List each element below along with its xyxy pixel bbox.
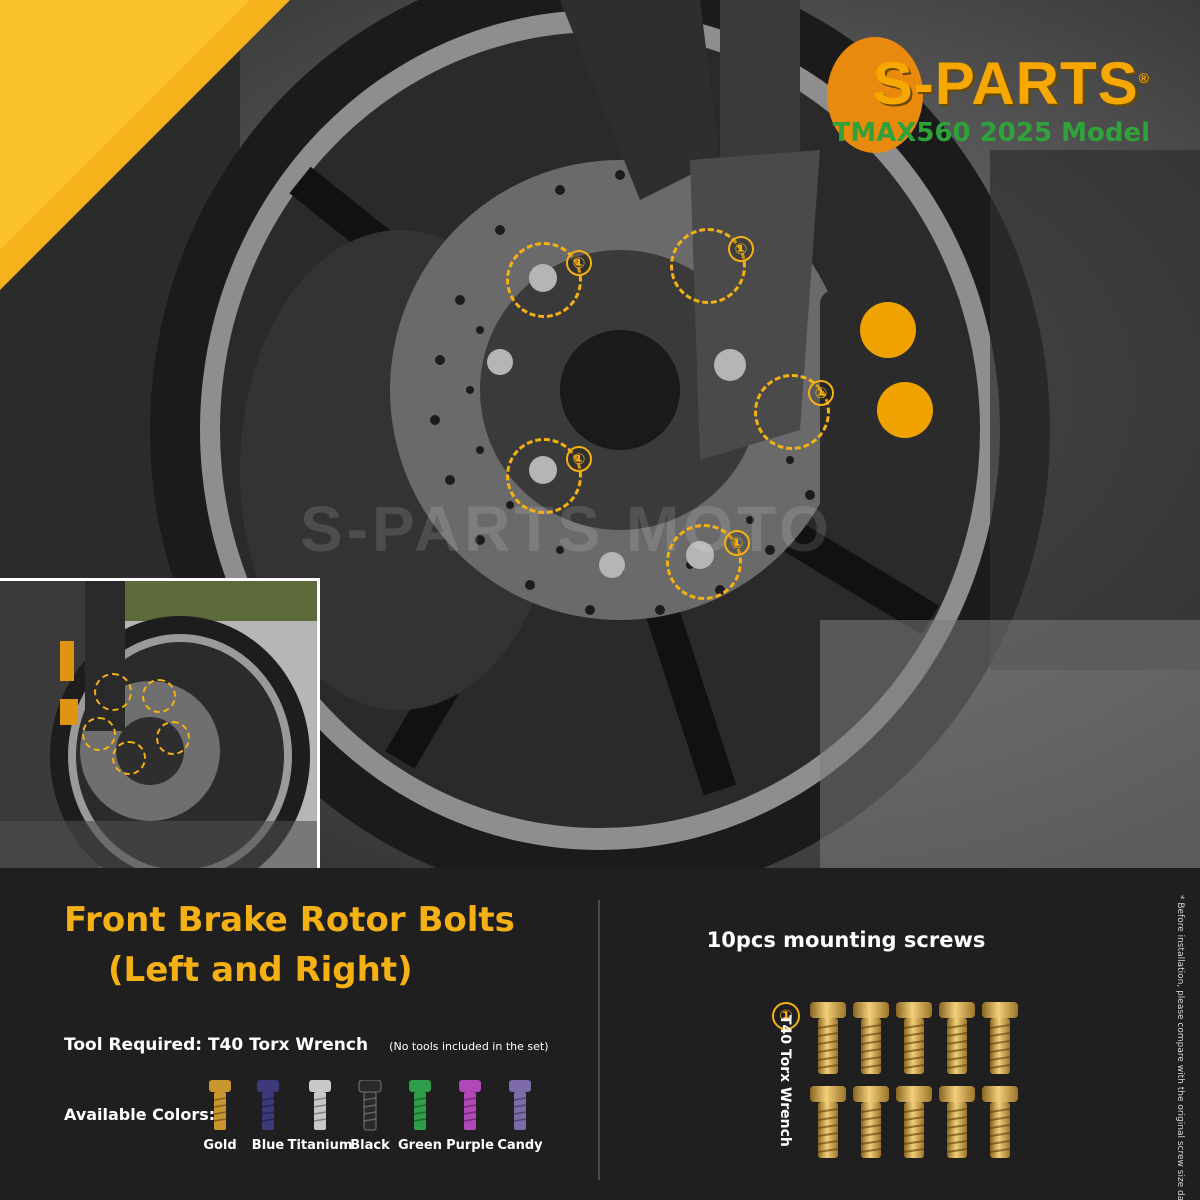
screw-icon (810, 1002, 846, 1074)
bolt-icon (409, 1080, 431, 1130)
color-name: Gold (203, 1138, 237, 1153)
callout-number: ① (724, 530, 750, 556)
wheel-illustration (0, 0, 1200, 868)
screw-icon (896, 1002, 932, 1074)
color-name: Candy (497, 1138, 543, 1153)
brand-logo: S-PARTS® (833, 48, 1150, 114)
fender (990, 150, 1200, 670)
registered-mark: ® (1138, 70, 1150, 86)
bolt-icon (459, 1080, 481, 1130)
inset-bolt-callout (156, 721, 190, 755)
inset-bolt-callout (112, 741, 146, 775)
inset-bolt-callout (142, 679, 176, 713)
color-swatch-black: Black (346, 1080, 394, 1170)
bolt-icon (209, 1080, 231, 1130)
screws-number: ① (772, 1002, 800, 1030)
panel-divider (598, 900, 600, 1180)
bolt-icon (309, 1080, 331, 1130)
bolt-callout (506, 242, 582, 318)
garage-floor (820, 620, 1200, 868)
product-title: Front Brake Rotor Bolts (64, 900, 515, 940)
color-name: Blue (251, 1138, 285, 1153)
tool-label: Tool Required: T40 Torx Wrench (64, 1035, 369, 1055)
color-swatch-green: Green (396, 1080, 444, 1170)
color-swatches: Gold Blue Titanium Black (196, 1080, 546, 1170)
inset-photo (0, 578, 320, 868)
product-subtitle: (Left and Right) (108, 950, 413, 990)
bolt-callout (754, 374, 830, 450)
caliper-bolt (860, 302, 916, 358)
colors-label: Available Colors: (64, 1105, 216, 1124)
bolt-callout (670, 228, 746, 304)
callout-number: ① (566, 250, 592, 276)
screw-icon (982, 1002, 1018, 1074)
fork-cover (560, 0, 720, 200)
inset-illustration (0, 581, 317, 868)
color-swatch-blue: Blue (244, 1080, 292, 1170)
turn-signal (827, 37, 923, 153)
tool-requirement: Tool Required: T40 Torx Wrench (No tools… (64, 1035, 548, 1055)
callout-number: ① (566, 446, 592, 472)
caliper-bolt (877, 382, 933, 438)
inset-bolt-callout (82, 717, 116, 751)
color-swatch-purple: Purple (446, 1080, 494, 1170)
color-swatch-gold: Gold (196, 1080, 244, 1170)
color-name: Black (350, 1138, 390, 1153)
bolt-callout (666, 524, 742, 600)
side-note: * Before installation, please compare wi… (1175, 895, 1185, 1200)
color-name: Purple (446, 1138, 494, 1153)
screw-icon (896, 1086, 932, 1158)
screw-icon (982, 1086, 1018, 1158)
screw-icon (939, 1086, 975, 1158)
inset-bolt-callout (94, 673, 132, 711)
model-label: TMAX560 2025 Model (832, 118, 1150, 148)
wheel-photo: S-PARTS MOTO ① ① ① ① ① S-PARTS® TMAX560 … (0, 0, 1200, 868)
brand-block: S-PARTS® TMAX560 2025 Model (832, 48, 1150, 149)
tool-note: (No tools included in the set) (389, 1040, 549, 1053)
screws-tool-label: T40 Torx Wrench (777, 1015, 793, 1147)
color-name: Green (398, 1138, 442, 1153)
bolt-callout (506, 438, 582, 514)
color-swatch-titanium: Titanium (288, 1080, 352, 1170)
screw-icon (939, 1002, 975, 1074)
color-swatch-candy: Candy (496, 1080, 544, 1170)
bolt-icon (358, 1080, 382, 1131)
corner-highlight (0, 0, 250, 250)
hub (560, 330, 680, 450)
screw-grid (808, 1000, 1048, 1170)
bolt-icon (257, 1080, 279, 1130)
color-name: Titanium (287, 1138, 353, 1153)
bolt-icon (509, 1080, 531, 1130)
screw-icon (853, 1086, 889, 1158)
callout-number: ① (728, 236, 754, 262)
brand-name: S-PARTS (872, 50, 1139, 117)
screws-title: 10pcs mounting screws (706, 928, 986, 952)
screw-icon (810, 1086, 846, 1158)
screw-icon (853, 1002, 889, 1074)
callout-number: ① (808, 380, 834, 406)
